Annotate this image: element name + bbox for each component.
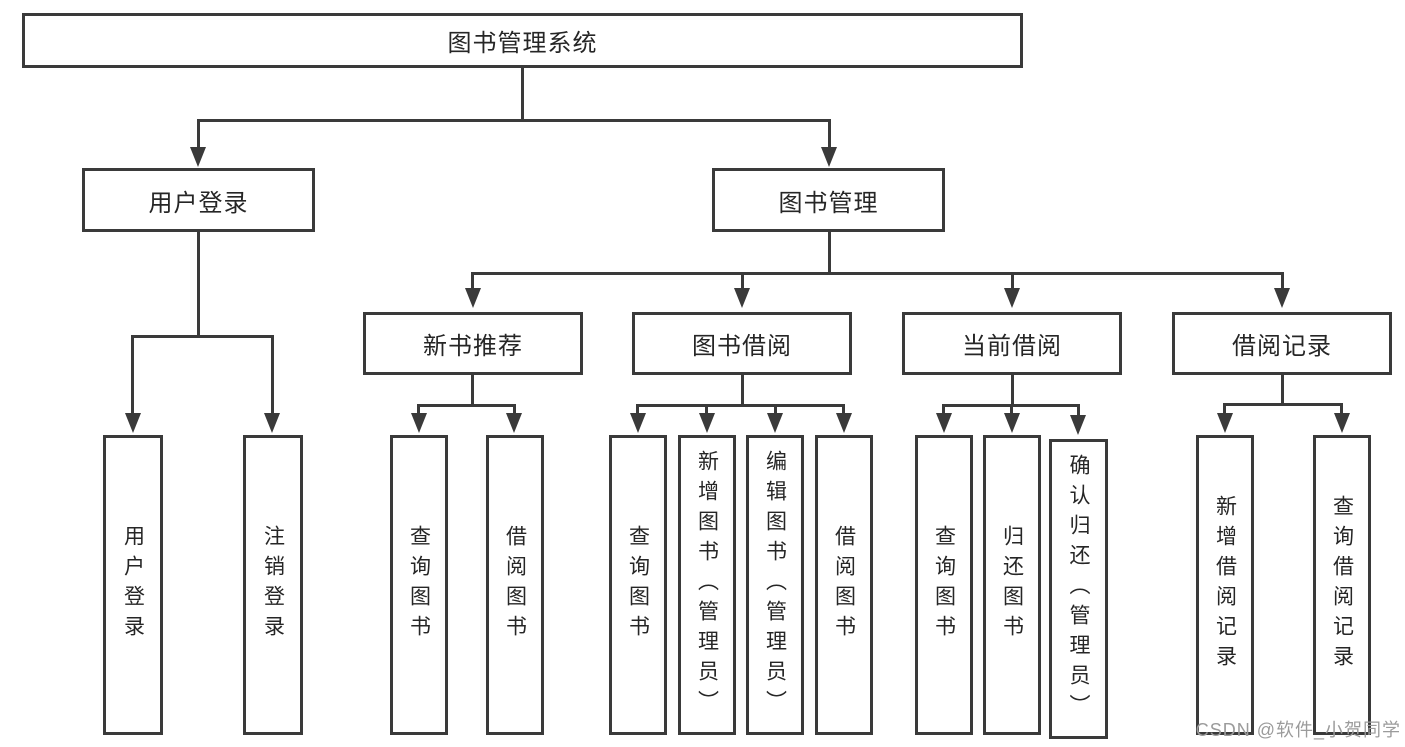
- node-book-mgmt: 图书管理: [712, 168, 945, 232]
- node-current-borrow: 当前借阅: [902, 312, 1122, 375]
- edge-arm-leaf-user-login: [131, 335, 134, 415]
- node-user-login: 用户登录: [82, 168, 315, 232]
- edge-borrow-record-stem: [1281, 375, 1284, 406]
- edge-new-book-rec-stem: [471, 375, 474, 407]
- edge-arm-book-borrow: [741, 272, 744, 290]
- arrowhead-rec-borrow: [506, 413, 522, 433]
- edge-borrow-record-hbar: [1223, 403, 1343, 406]
- leaf-bb-add-book: 新增图书（管理员）: [678, 435, 736, 735]
- edge-arm-borrow-record: [1281, 272, 1284, 290]
- arrowhead-user-login: [190, 147, 206, 167]
- edge-arm-rec-borrow: [513, 404, 516, 415]
- edge-arm-cb-confirm: [1077, 404, 1080, 415]
- edge-user-login-stem: [197, 232, 200, 338]
- leaf-bb-query-book: 查询图书: [609, 435, 667, 735]
- arrowhead-bb-borrow: [836, 413, 852, 433]
- arrowhead-cb-confirm: [1070, 415, 1086, 435]
- arrowhead-bb-edit: [767, 413, 783, 433]
- edge-current-borrow-stem: [1011, 375, 1014, 407]
- leaf-rec-query-book: 查询图书: [390, 435, 448, 735]
- edge-arm-cb-return: [1010, 404, 1013, 415]
- edge-new-book-rec-hbar: [417, 404, 516, 407]
- edge-arm-br-query: [1340, 403, 1343, 415]
- leaf-cb-return-book: 归还图书: [983, 435, 1041, 735]
- leaf-cb-confirm-return: 确认归还（管理员）: [1049, 439, 1108, 739]
- edge-arm-rec-query: [417, 404, 420, 415]
- leaf-br-add-record: 新增借阅记录: [1196, 435, 1254, 735]
- edge-arm-book-mgmt: [828, 119, 831, 149]
- edge-arm-br-add: [1223, 403, 1226, 415]
- arrowhead-book-mgmt: [821, 147, 837, 167]
- arrowhead-current-borrow: [1004, 288, 1020, 308]
- arrowhead-new-book-rec: [465, 288, 481, 308]
- edge-user-login-hbar: [131, 335, 274, 338]
- leaf-rec-borrow-book: 借阅图书: [486, 435, 544, 735]
- node-new-book-rec: 新书推荐: [363, 312, 583, 375]
- node-borrow-record: 借阅记录: [1172, 312, 1392, 375]
- leaf-logout: 注销登录: [243, 435, 303, 735]
- leaf-bb-edit-book: 编辑图书（管理员）: [746, 435, 804, 735]
- arrowhead-borrow-record: [1274, 288, 1290, 308]
- leaf-cb-query-book: 查询图书: [915, 435, 973, 735]
- arrowhead-leaf-user-login: [125, 413, 141, 433]
- csdn-watermark: CSDN @软件_小贺同学: [1195, 720, 1401, 740]
- leaf-bb-borrow-book: 借阅图书: [815, 435, 873, 735]
- edge-book-mgmt-hbar: [471, 272, 1284, 275]
- leaf-user-login: 用户登录: [103, 435, 163, 735]
- edge-arm-current-borrow: [1011, 272, 1014, 290]
- arrowhead-bb-add: [699, 413, 715, 433]
- arrowhead-rec-query: [411, 413, 427, 433]
- arrowhead-br-add: [1217, 413, 1233, 433]
- arrowhead-leaf-logout: [264, 413, 280, 433]
- leaf-br-query-record: 查询借阅记录: [1313, 435, 1371, 735]
- node-book-borrow: 图书借阅: [632, 312, 852, 375]
- edge-arm-bb-query: [636, 404, 639, 415]
- node-root: 图书管理系统: [22, 13, 1023, 68]
- arrowhead-book-borrow: [734, 288, 750, 308]
- edge-arm-new-book-rec: [471, 272, 474, 290]
- edge-arm-user-login: [197, 119, 200, 149]
- arrowhead-bb-query: [630, 413, 646, 433]
- edge-arm-bb-add: [705, 404, 708, 415]
- arrowhead-br-query: [1334, 413, 1350, 433]
- edge-root-stem: [521, 68, 524, 120]
- edge-arm-bb-edit: [774, 404, 777, 415]
- edge-arm-bb-borrow: [842, 404, 845, 415]
- edge-book-borrow-hbar: [636, 404, 845, 407]
- edge-book-borrow-stem: [741, 375, 744, 407]
- edge-arm-cb-query: [942, 404, 945, 415]
- edge-book-mgmt-stem: [828, 232, 831, 274]
- edge-root-hbar: [197, 119, 831, 122]
- edge-arm-leaf-logout: [271, 335, 274, 415]
- arrowhead-cb-return: [1004, 413, 1020, 433]
- arrowhead-cb-query: [936, 413, 952, 433]
